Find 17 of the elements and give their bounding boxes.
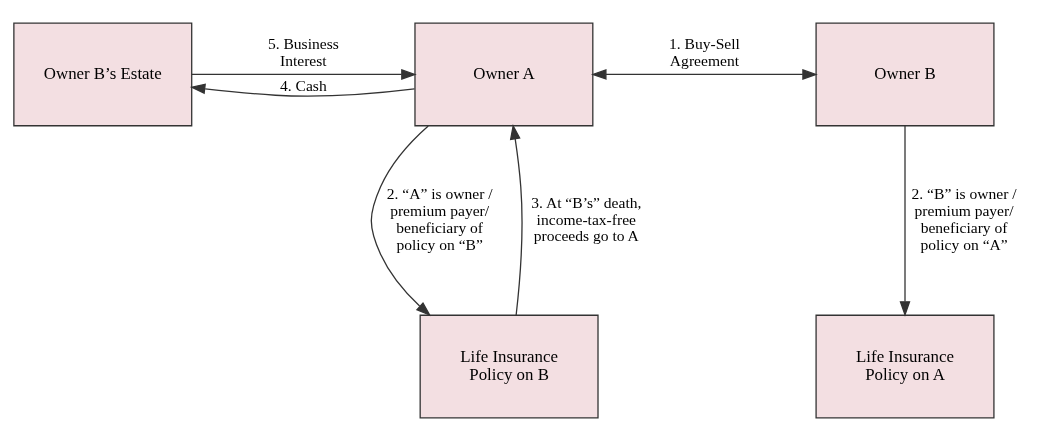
edge-label: 2. “B” is owner / premium payer/ beneficiary of policy on “A” [911, 184, 1017, 253]
edge-label: 3. At “B’s” death, income-tax-free proceeds go to A [531, 193, 642, 244]
node-box: Life Insurance Policy on A [815, 314, 995, 418]
edge-label: 4. Cash [280, 76, 327, 94]
node-box: Owner B [815, 22, 995, 126]
node-box: Owner A [414, 22, 594, 126]
arrow [509, 123, 523, 316]
arrow [590, 68, 818, 80]
arrow [370, 124, 432, 316]
node-box: Owner B’s Estate [13, 22, 193, 126]
arrow [189, 82, 416, 97]
edge-label: 1. Buy-Sell Agreement [669, 34, 740, 69]
arrow [191, 68, 417, 80]
node-box: Life Insurance Policy on B [419, 314, 599, 418]
edge-label: 5. Business Interest [267, 34, 339, 69]
edge-label: 2. “A” is owner / premium payer/ beneficiary of policy on “B” [386, 184, 493, 253]
arrow [899, 124, 911, 317]
